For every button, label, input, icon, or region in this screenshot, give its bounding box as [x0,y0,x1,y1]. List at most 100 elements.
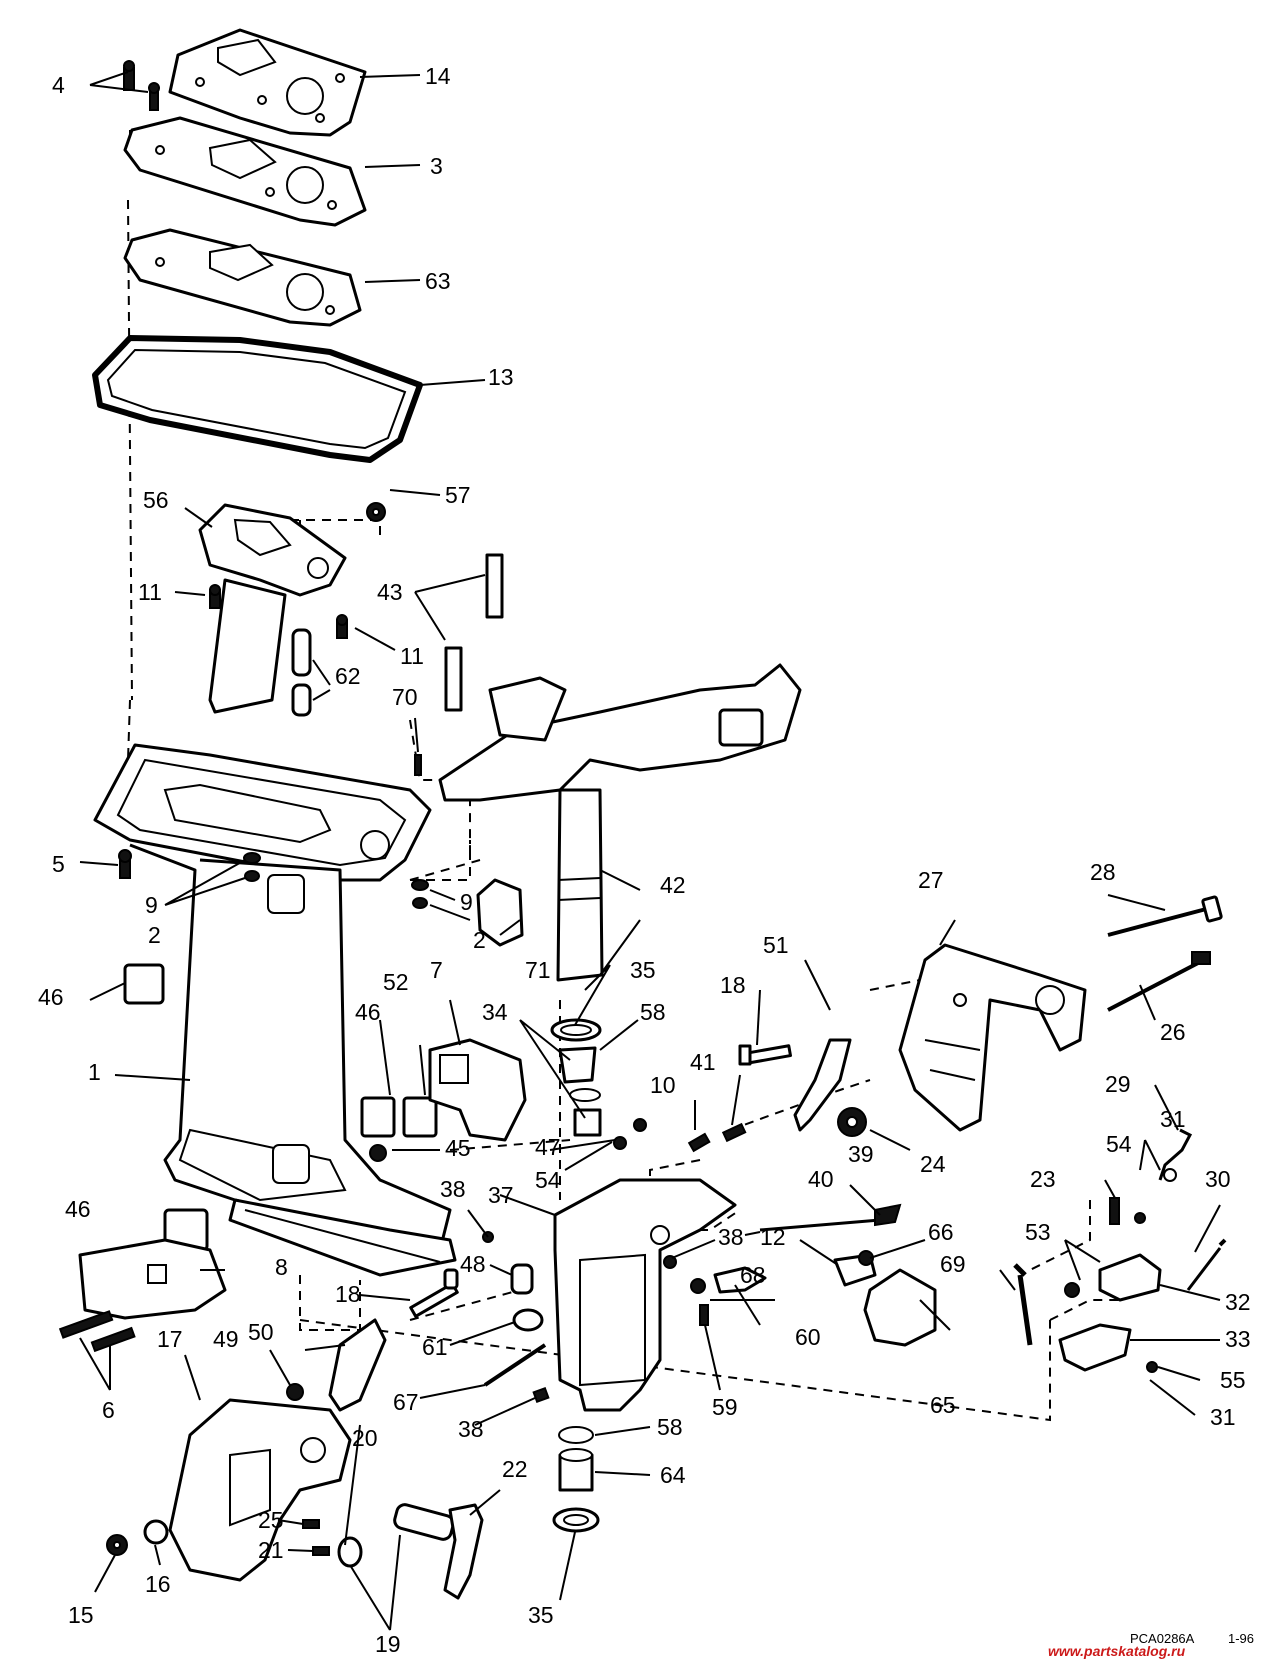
callout-20: 20 [352,1425,378,1451]
clip-47 [633,1118,647,1132]
callout-58-upper: 58 [640,999,666,1025]
rod-67 [483,1343,547,1387]
washers-9-2-left [243,852,261,882]
callout-39: 39 [848,1141,874,1167]
callout-60: 60 [795,1324,821,1350]
callout-9-left: 9 [145,892,158,918]
o-ring-58-lower [558,1426,594,1444]
washer-20 [337,1536,363,1568]
rod-26 [1107,951,1211,1012]
clamp-block-8 [78,1238,227,1320]
clamp-bracket-27 [898,943,1087,1132]
spring-23 [1109,1197,1120,1225]
callout-34: 34 [482,999,508,1025]
callout-18-lower: 18 [335,1281,361,1307]
spring-10 [687,1132,711,1153]
pin-30 [1186,1238,1227,1291]
callout-49: 49 [213,1326,239,1352]
callout-labels: 4 14 3 63 13 57 56 11 43 11 62 70 5 9 2 … [38,63,1251,1657]
swivel-housing-37 [553,1178,737,1412]
callout-35-upper: 35 [630,957,656,983]
callout-11-left: 11 [138,579,162,605]
callout-62: 62 [335,663,361,689]
callout-64: 64 [660,1462,686,1488]
screw-4-pair [123,60,160,111]
bolt-28 [1107,895,1223,937]
plate-3 [123,116,367,227]
bracket-33 [1058,1323,1132,1372]
callout-42: 42 [660,872,686,898]
callout-63: 63 [425,268,451,294]
callout-18-upper: 18 [720,972,746,998]
exhaust-adapter-56 [198,503,347,714]
callout-68: 68 [740,1262,766,1288]
nut-54-left [613,1136,627,1150]
callout-38-upper: 38 [440,1176,466,1202]
callout-16: 16 [145,1571,171,1597]
key-43-pair [444,553,504,712]
callout-55: 55 [1220,1367,1246,1393]
screw-25 [302,1519,320,1529]
bushing-64 [558,1448,594,1492]
screw-11-right [336,614,348,639]
gasket-13 [92,335,423,463]
pad-46-mid [360,1096,438,1138]
seal-35-lower [552,1507,600,1533]
plate-14 [168,28,367,137]
callout-33: 33 [1225,1326,1251,1352]
dowel-62-pair [291,628,312,717]
callout-51: 51 [763,932,789,958]
washer-54-right [1134,1212,1146,1224]
callout-47: 47 [535,1134,561,1160]
callout-24: 24 [920,1151,946,1177]
callout-45: 45 [445,1135,471,1161]
screw-38-lower [532,1386,550,1404]
stern-bracket-17 [168,1398,352,1582]
nut-53 [1064,1282,1080,1298]
screw-11-left [209,584,221,609]
nut-57 [366,502,386,522]
callout-46-lower: 46 [65,1196,91,1222]
callout-54-right: 54 [1106,1131,1132,1157]
callout-48: 48 [460,1251,486,1277]
spring-59 [699,1304,709,1326]
callout-14: 14 [425,63,451,89]
lever-50 [328,1318,387,1412]
callout-59: 59 [712,1394,738,1420]
callout-50: 50 [248,1319,274,1345]
screw-5 [118,849,132,879]
callout-11-right: 11 [400,643,424,669]
callout-5: 5 [52,851,65,877]
spring-69 [1013,1263,1033,1346]
tilt-lever-22 [393,1503,484,1600]
callout-28: 28 [1090,859,1116,885]
callout-71: 71 [525,957,551,983]
callout-30: 30 [1205,1166,1231,1192]
callout-46-left: 46 [38,984,64,1010]
lever-51 [793,1038,852,1132]
screw-21 [312,1546,330,1556]
bushing-24 [837,1107,867,1137]
callout-61: 61 [422,1334,448,1360]
bracket-32 [1098,1253,1162,1302]
callout-56: 56 [143,487,169,513]
seal-35-upper [550,1018,602,1042]
rod-40 [759,1218,881,1232]
rod-29 [1158,1128,1193,1182]
callout-21: 21 [258,1537,284,1563]
callout-41: 41 [690,1049,716,1075]
callout-9-right: 9 [460,889,473,915]
callout-43: 43 [377,579,403,605]
callout-38-lower: 38 [458,1416,484,1442]
washer-55 [1146,1361,1158,1373]
callout-22: 22 [502,1456,528,1482]
lever-60 [713,1266,767,1294]
exhaust-housing-1 [93,743,457,1277]
bracket-65 [863,1268,937,1347]
callout-26: 26 [1160,1019,1186,1045]
bracket-71 [476,878,524,947]
washers-9-2-right [411,879,429,909]
nut-49 [286,1383,304,1401]
liner-7 [428,1038,527,1142]
callout-54-left: 54 [535,1167,561,1193]
